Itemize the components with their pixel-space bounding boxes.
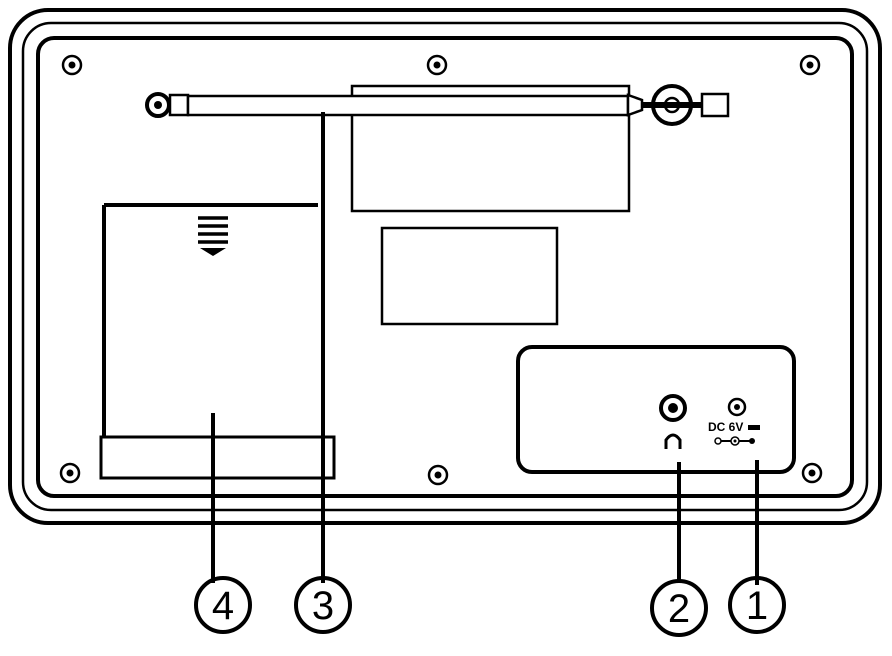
- label-plate-small: [380, 226, 559, 326]
- dc-power-input: [727, 397, 747, 417]
- screw-icon: [59, 462, 81, 484]
- screw-icon: [801, 462, 823, 484]
- label-plate-large: [350, 84, 631, 213]
- callout-3-label: 3: [312, 584, 334, 628]
- screw-icon: [61, 54, 83, 76]
- headphones-icon: [664, 433, 682, 449]
- callout-4-label: 4: [212, 584, 234, 628]
- device-housing: [8, 8, 882, 525]
- callout-4: 4: [194, 576, 252, 634]
- callout-1-label: 1: [746, 584, 768, 628]
- telescopic-antenna: [145, 84, 730, 126]
- callout-2: 2: [650, 579, 708, 637]
- screw-icons: [59, 54, 823, 486]
- leader-lines: [211, 112, 759, 585]
- callout-2-label: 2: [668, 587, 690, 631]
- polarity-icon: [714, 425, 760, 446]
- battery-compartment: [99, 203, 336, 480]
- connector-panel: DC 6V: [516, 345, 796, 474]
- callout-1: 1: [728, 576, 786, 634]
- screw-icon: [427, 464, 449, 486]
- headphone-jack: [659, 394, 687, 422]
- screw-icon: [426, 54, 448, 76]
- dc-input-label: DC 6V: [708, 420, 743, 434]
- screw-icon: [799, 54, 821, 76]
- callout-3: 3: [294, 576, 352, 634]
- latch-grip-icon: [198, 216, 228, 244]
